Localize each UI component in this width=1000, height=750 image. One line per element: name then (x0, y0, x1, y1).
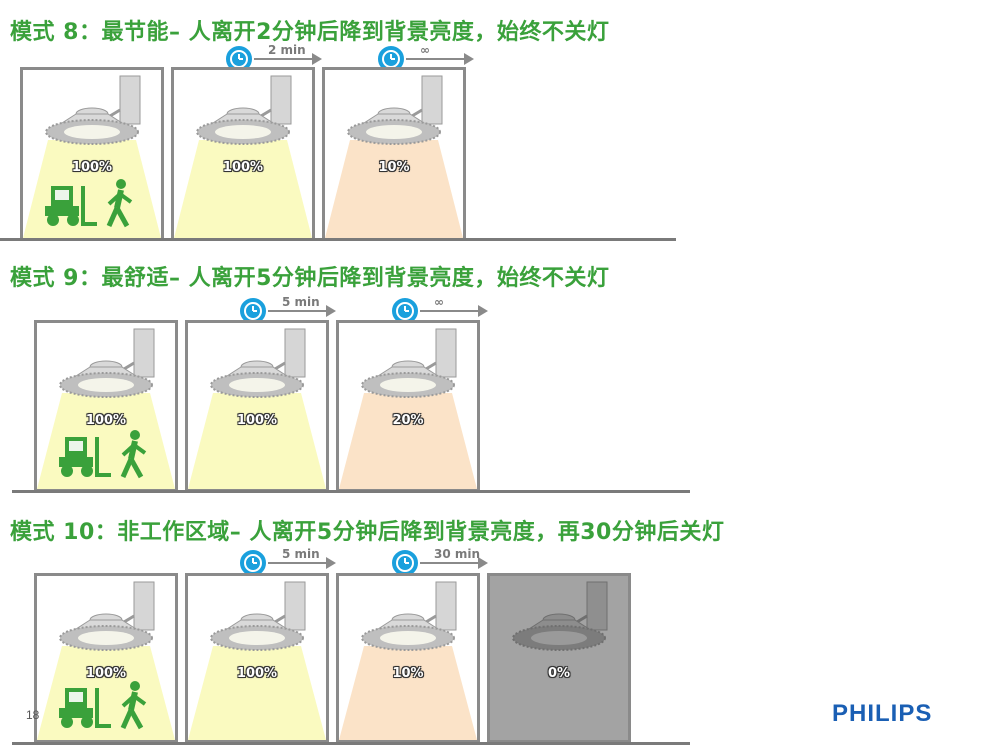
lamp-panel: 100% (171, 67, 315, 241)
timer-5min: 5 min (238, 295, 338, 328)
arrow-line (268, 562, 328, 564)
driver-box (435, 328, 457, 378)
floor-line (0, 238, 676, 241)
light-beam (325, 140, 463, 238)
driver-box (119, 75, 141, 125)
timer-2min: 2 min (224, 43, 324, 76)
timer-label: ∞ (420, 43, 430, 57)
forklift-icon (59, 437, 111, 477)
forklift-icon (45, 186, 97, 226)
driver-box (133, 581, 155, 631)
lamp-lens (78, 631, 134, 645)
lamp-illustration (37, 581, 175, 740)
lamp-lens (229, 378, 285, 392)
arrow-line (268, 310, 328, 312)
lamp-panel: 10% (336, 573, 480, 743)
brightness-percent: 100% (71, 160, 113, 175)
brightness-percent: 100% (85, 666, 127, 681)
lamp-panel: 20% (336, 320, 480, 492)
mode-9-title: 模式 9：最舒适– 人离开5分钟后降到背景亮度，始终不关灯 (10, 266, 610, 291)
light-beam (188, 646, 326, 740)
lamp-lens (215, 125, 271, 139)
walking-person-icon (106, 179, 133, 228)
page-number: 18 (26, 708, 40, 722)
arrow-head (478, 557, 488, 569)
lamp-illustration (188, 581, 326, 740)
light-beam (188, 393, 326, 489)
lamp-illustration (23, 75, 161, 238)
floor-line (12, 742, 690, 745)
light-beam (174, 140, 312, 238)
driver-box (133, 328, 155, 378)
driver-box (284, 328, 306, 378)
arrow-head (326, 305, 336, 317)
lamp-panel: 100% (34, 573, 178, 743)
brightness-percent: 100% (222, 160, 264, 175)
arrow-head (326, 557, 336, 569)
lamp-lens (229, 631, 285, 645)
lamp-lens (78, 378, 134, 392)
lamp-illustration (339, 581, 477, 740)
brightness-percent: 0% (547, 666, 571, 681)
lamp-panel: 100% (185, 320, 329, 492)
driver-box (270, 75, 292, 125)
floor-line (12, 490, 690, 493)
arrow-line (420, 310, 480, 312)
timer-label: 2 min (268, 43, 306, 57)
brightness-percent: 100% (236, 413, 278, 428)
mode-10-title: 模式 10：非工作区域– 人离开5分钟后降到背景亮度，再30分钟后关灯 (10, 520, 725, 545)
lamp-lens (531, 631, 587, 645)
light-beam (339, 393, 477, 489)
timer-label: 30 min (434, 547, 481, 561)
brightness-percent: 10% (392, 666, 424, 681)
lamp-panel: 0% (487, 573, 631, 743)
walking-person-icon (120, 430, 147, 479)
driver-box (435, 581, 457, 631)
timer-label: 5 min (282, 547, 320, 561)
driver-box (284, 581, 306, 631)
arrow-head (312, 53, 322, 65)
lamp-lens (366, 125, 422, 139)
brightness-percent: 10% (378, 160, 410, 175)
lamp-lens (380, 378, 436, 392)
arrow-line (254, 58, 314, 60)
lamp-panel: 100% (185, 573, 329, 743)
forklift-icon (59, 688, 111, 728)
driver-box (421, 75, 443, 125)
lamp-lens (64, 125, 120, 139)
lamp-illustration (37, 328, 175, 489)
lamp-illustration (325, 75, 463, 238)
driver-box (586, 581, 608, 631)
lamp-illustration (174, 75, 312, 238)
arrow-line (420, 562, 480, 564)
timer-label: 5 min (282, 295, 320, 309)
lamp-panel: 100% (20, 67, 164, 241)
lamp-illustration (339, 328, 477, 489)
arrow-head (478, 305, 488, 317)
timer-label: ∞ (434, 295, 444, 309)
walking-person-icon (120, 681, 147, 730)
mode-8-title: 模式 8：最节能– 人离开2分钟后降到背景亮度，始终不关灯 (10, 20, 610, 45)
lamp-illustration (188, 328, 326, 489)
philips-logo: PHILIPS (832, 700, 933, 727)
lamp-panel: 10% (322, 67, 466, 241)
lamp-lens (380, 631, 436, 645)
lamp-panel: 100% (34, 320, 178, 492)
arrow-line (406, 58, 466, 60)
brightness-percent: 20% (392, 413, 424, 428)
brightness-percent: 100% (85, 413, 127, 428)
lamp-illustration (512, 581, 608, 651)
brightness-percent: 100% (236, 666, 278, 681)
arrow-head (464, 53, 474, 65)
light-beam (339, 646, 477, 740)
